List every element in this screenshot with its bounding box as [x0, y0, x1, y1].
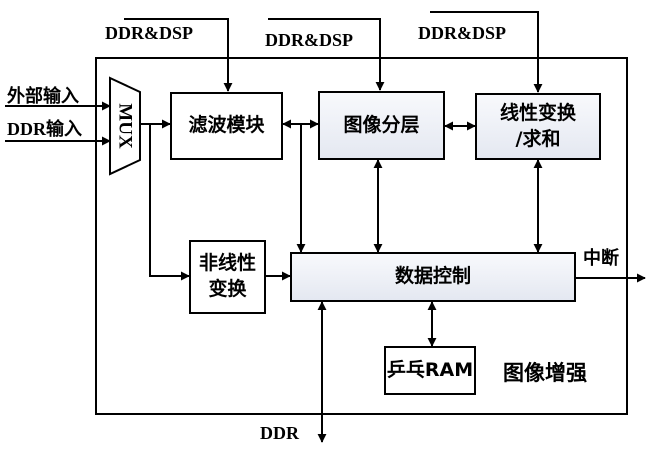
linear-transform-label-line1: 线性变换 [499, 101, 576, 124]
ddr-input-label: DDR输入 [7, 119, 82, 139]
arrow-ctrl-filter [124, 18, 233, 92]
interrupt-output-label: 中断 [583, 248, 619, 269]
arrow-ctrl-transform [430, 11, 543, 93]
nonlinear-transform-block: 非线性 变换 [189, 240, 266, 314]
filter-module-block: 滤波模块 [170, 92, 283, 160]
module-border [95, 57, 628, 415]
external-input-label: 外部输入 [7, 86, 79, 106]
nonlinear-transform-label-line2: 变换 [208, 278, 247, 300]
arrow-ctrl-layering [268, 18, 385, 91]
pingpong-ram-label: 乒乓RAM [386, 358, 474, 381]
linear-transform-label-line2: /求和 [515, 127, 561, 150]
filter-module-label: 滤波模块 [188, 114, 265, 137]
pingpong-ram-block: 乒乓RAM [384, 346, 476, 395]
control-input-label-transform: DDR&DSP [418, 23, 506, 43]
mux-label: MUX [114, 103, 136, 149]
arrow-mux-nonlinear [149, 124, 190, 281]
control-input-label-layering: DDR&DSP [265, 30, 353, 50]
image-layering-block: 图像分层 [318, 91, 445, 160]
image-layering-label: 图像分层 [343, 113, 420, 136]
data-control-label: 数据控制 [394, 265, 471, 288]
linear-transform-block: 线性变换 /求和 [475, 93, 601, 160]
module-title: 图像增强 [503, 361, 587, 385]
nonlinear-transform-label-line1: 非线性 [198, 252, 256, 275]
data-control-block: 数据控制 [290, 252, 576, 302]
ddr-output-label: DDR [260, 423, 299, 443]
control-input-label-filter: DDR&DSP [105, 23, 193, 43]
